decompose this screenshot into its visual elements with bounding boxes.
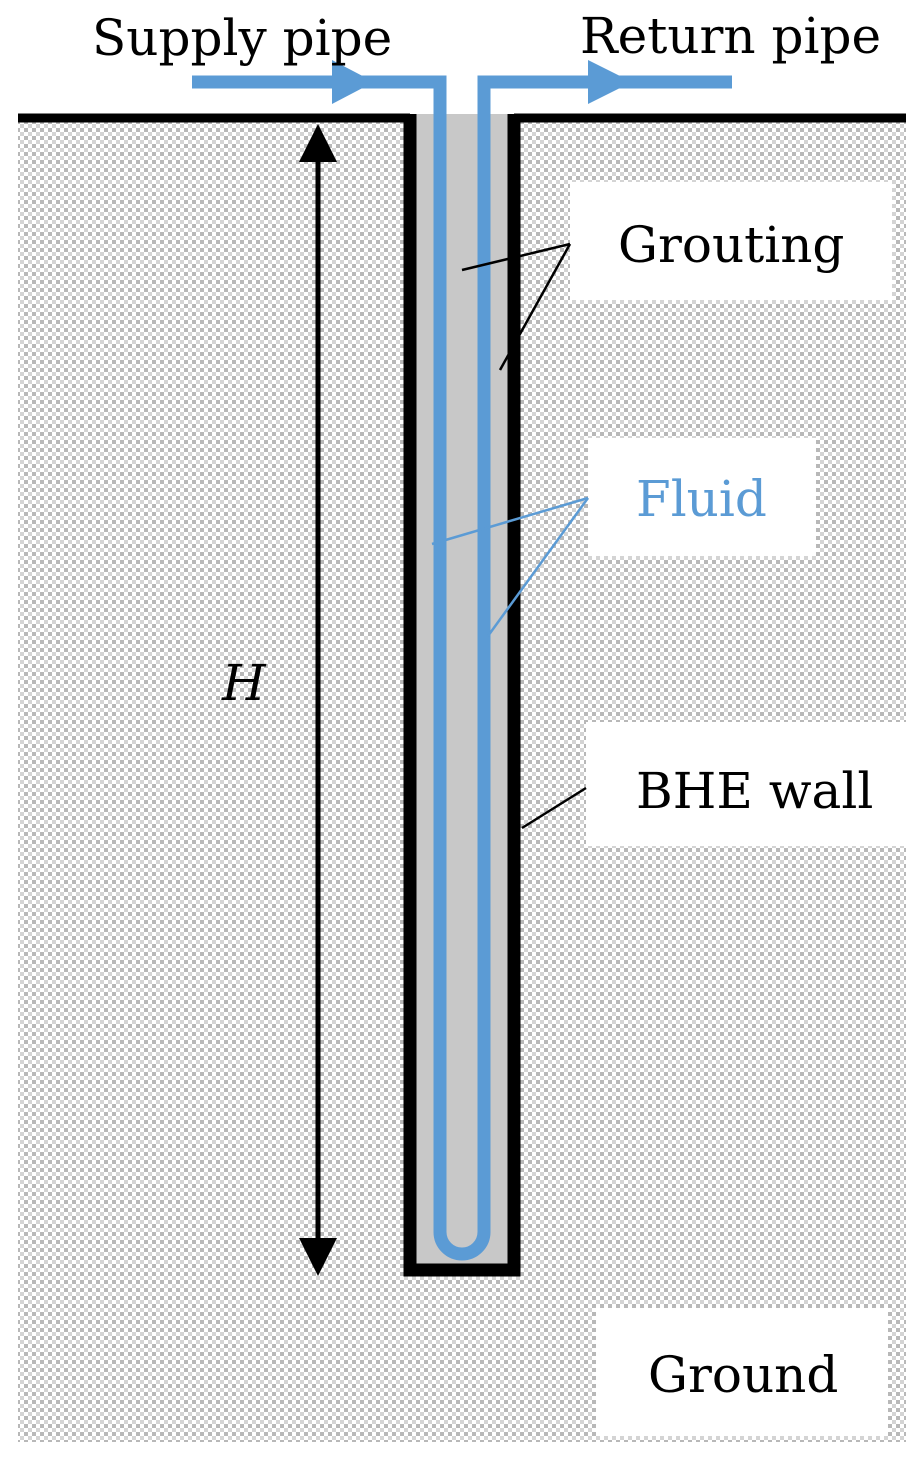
fluid-leader-1 — [431, 496, 589, 546]
grouting-leader-1 — [461, 242, 571, 272]
bhe-wall-label: BHE wall — [636, 762, 873, 820]
supply-flow-arrow-icon — [332, 60, 374, 104]
grouting-leader-2 — [498, 243, 572, 371]
ground-label-box — [596, 1308, 888, 1436]
grouting-label-box — [570, 182, 892, 300]
supply-pipe — [192, 75, 732, 1261]
ground-label: Ground — [648, 1346, 838, 1404]
depth-arrow-bottom-icon — [299, 1238, 337, 1276]
supply-pipe-label: Supply pipe — [92, 9, 392, 67]
depth-arrow-top-icon — [299, 124, 337, 162]
fluid-label-box — [588, 438, 816, 556]
bhe-wall-leader — [521, 786, 587, 830]
depth-label: H — [221, 654, 267, 712]
bhe-wall — [403, 114, 521, 1277]
bhe-wall-label-box — [586, 722, 906, 846]
grouting-label: Grouting — [618, 216, 844, 274]
fluid-leader-2 — [486, 497, 590, 637]
return-flow-arrow-icon — [588, 60, 632, 104]
return-pipe-label: Return pipe — [580, 7, 881, 65]
grouting-fill — [406, 114, 518, 1272]
fluid-label: Fluid — [636, 470, 767, 528]
